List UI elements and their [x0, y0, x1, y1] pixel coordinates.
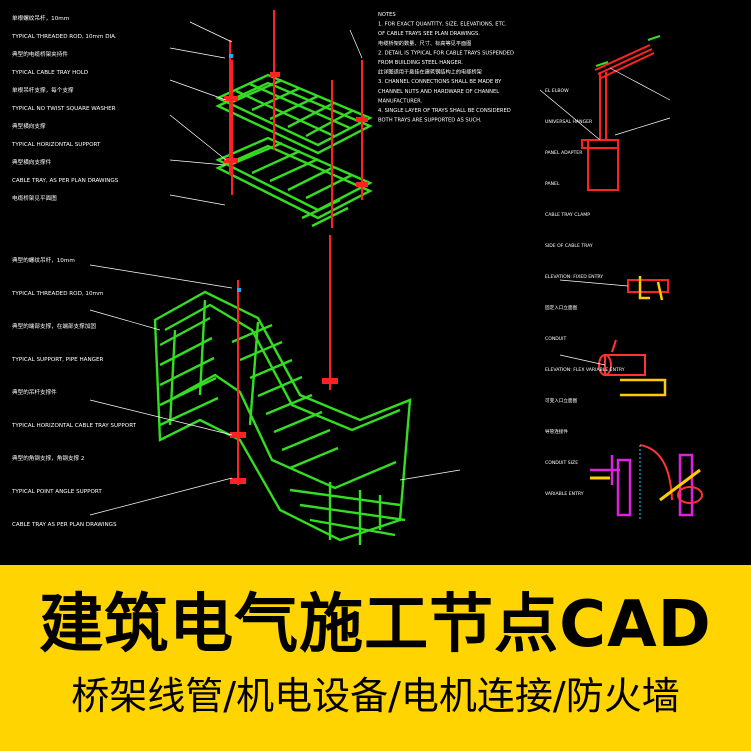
- annotation-label: 单根螺纹吊杆，10mm: [12, 14, 69, 22]
- annotation-label: PANEL ADAPTER: [545, 150, 583, 156]
- annotation-label: TYPICAL HORIZONTAL CABLE TRAY SUPPORT: [11, 423, 137, 429]
- annotation-label: SIDE OF CABLE TRAY: [545, 243, 593, 249]
- leader-lines: [89, 21, 671, 516]
- annotation-label: EL ELBOW: [545, 88, 569, 94]
- annotation-label: TYPICAL THREADED ROD, 10mm DIA.: [11, 34, 117, 40]
- threaded-rods-bottom: [237, 235, 331, 485]
- note-line: 1. FOR EXACT QUANTITY, SIZE, ELEVATIONS,…: [378, 22, 507, 28]
- rod-supports-bottom: [230, 378, 338, 484]
- annotation-label: 典型的螺纹吊杆，10mm: [12, 256, 75, 264]
- note-line: 4. SINGLE LAYER OF TRAYS SHALL BE CONSID…: [378, 108, 511, 114]
- cad-drawing: NOTES 1. FOR EXACT QUANTITY, SIZE, ELEVAT…: [11, 10, 703, 545]
- annotation-label: TYPICAL NO TWIST SQUARE WASHER: [11, 106, 116, 112]
- annotation-label: CABLE TRAY CLAMP: [545, 212, 590, 218]
- banner-title: 建筑电气施工节点CAD: [39, 588, 712, 662]
- note-line: 3. CHANNEL CONNECTIONS SHALL BE MADE BY: [378, 79, 502, 85]
- annotation-label: ELEVATION: FIXED ENTRY: [545, 274, 603, 280]
- panel-adapter-detail: [581, 35, 661, 191]
- annotation-label: 典型横向支撑件: [12, 158, 52, 166]
- annotation-label: 典型的端部支撑，在端部支撑加固: [12, 322, 96, 330]
- title-banner: 建筑电气施工节点CAD 桥架线管/机电设备/电机连接/防火墙: [0, 565, 751, 751]
- annotation-label: PANEL: [545, 181, 560, 187]
- rod-supports-top: [224, 72, 368, 187]
- note-line: 电缆桥架的数量、尺寸、标高等见平面图: [378, 39, 471, 47]
- note-line: FROM BUILDING STEEL HANGER.: [378, 60, 463, 66]
- annotation-label: CABLE TRAY AS PER PLAN DRAWINGS: [12, 522, 117, 528]
- note-line: 此详图适用于悬挂在建筑钢结构上的电缆桥架: [378, 68, 482, 76]
- annotation-label: 典型的角钢支撑，角钢支撑 2: [12, 454, 84, 462]
- annotation-label: TYPICAL SUPPORT, PIPE HANGER: [11, 357, 104, 363]
- annotation-label: 导管连接件: [545, 428, 568, 435]
- annotation-label: CABLE TRAY, AS PER PLAN DRAWINGS: [12, 178, 119, 184]
- annotation-label: 典型的吊杆支撑件: [12, 388, 57, 396]
- annotation-label: TYPICAL THREADED ROD, 10mm: [11, 291, 103, 297]
- annotation-label: VARIABLE ENTRY: [545, 491, 584, 497]
- blue-markers: [229, 54, 241, 292]
- variable-entry-detail: [590, 444, 703, 520]
- threaded-rods-top: [229, 10, 363, 228]
- annotation-label: 典型的电缆桥架夹持件: [12, 50, 68, 58]
- annotation-label: 固定入口立面图: [545, 304, 578, 311]
- notes-block-top: NOTES 1. FOR EXACT QUANTITY, SIZE, ELEVAT…: [378, 12, 514, 124]
- note-line: BOTH TRAYS ARE SUPPORTED AS SUCH.: [378, 118, 482, 124]
- annotation-label: ELEVATION: FLEX VARIABLE ENTRY: [545, 367, 625, 373]
- annotation-label: 单根吊杆支撑，每个支撑: [12, 86, 74, 94]
- annotation-label: TYPICAL POINT ANGLE SUPPORT: [11, 489, 102, 495]
- note-line: NOTES: [378, 12, 396, 18]
- annotation-label: CONDUIT: [545, 336, 567, 342]
- annotation-label: 电缆桥架见平面图: [12, 194, 57, 202]
- annotation-label: 可变入口立面图: [545, 397, 578, 404]
- note-line: 2. DETAIL IS TYPICAL FOR CABLE TRAYS SUS…: [378, 50, 514, 56]
- labels-right: EL ELBOW UNIVERSAL HANGER PANEL ADAPTER PAN…: [545, 88, 625, 497]
- tray-clamp-detail: [627, 276, 669, 301]
- banner-subtitle: 桥架线管/机电设备/电机连接/防火墙: [71, 674, 680, 718]
- cable-tray-bottom: [153, 290, 412, 545]
- cad-drawing-area: NOTES 1. FOR EXACT QUANTITY, SIZE, ELEVAT…: [11, 10, 703, 545]
- annotation-label: TYPICAL HORIZONTAL SUPPORT: [11, 142, 101, 148]
- note-line: MANUFACTURER.: [378, 98, 423, 104]
- annotation-label: 典型横向支撑: [12, 122, 46, 130]
- note-line: CHANNEL NUTS AND HARDWARE OF CHANNEL: [378, 89, 499, 95]
- annotation-label: TYPICAL CABLE TRAY HOLD: [11, 70, 88, 76]
- annotation-label: UNIVERSAL HANGER: [545, 119, 593, 125]
- cable-tray-top: [215, 73, 373, 228]
- note-line: OF CABLE TRAYS SEE PLAN DRAWINGS.: [378, 31, 480, 37]
- annotation-label: CONDUIT SIZE: [545, 460, 578, 466]
